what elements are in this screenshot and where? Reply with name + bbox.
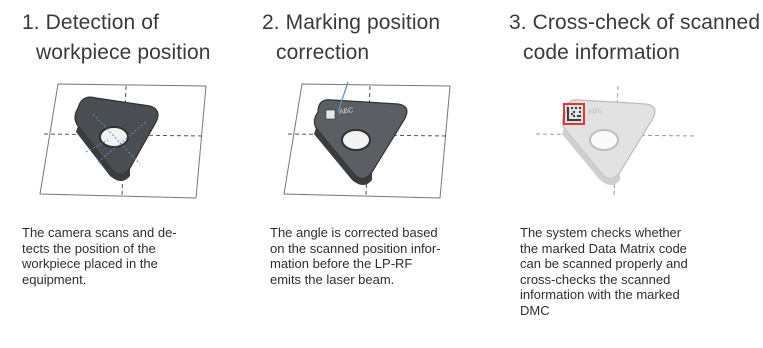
step-3-description: The system checks whether the marked Dat… bbox=[520, 225, 688, 318]
workpiece-insert bbox=[313, 99, 408, 185]
workpiece-insert bbox=[74, 96, 159, 181]
scan-lines bbox=[85, 113, 147, 165]
dmc-highlight bbox=[563, 103, 585, 125]
workpiece-insert bbox=[561, 99, 656, 185]
step-2-description: The angle is corrected based on the scan… bbox=[270, 225, 441, 287]
dmc-code bbox=[325, 109, 336, 120]
step-1-title: 1. Detection of workpiece position bbox=[22, 11, 211, 64]
laser-beam bbox=[337, 81, 349, 113]
step-1-description: The camera scans and de- tects the posit… bbox=[22, 225, 177, 287]
step-1-illustration bbox=[39, 83, 207, 199]
step-3-illustration bbox=[535, 85, 697, 197]
step-3-title: 3. Cross-check of scanned code informati… bbox=[509, 11, 761, 64]
step-2-title: 2. Marking position correction bbox=[262, 11, 441, 64]
step-2-illustration bbox=[283, 81, 451, 199]
